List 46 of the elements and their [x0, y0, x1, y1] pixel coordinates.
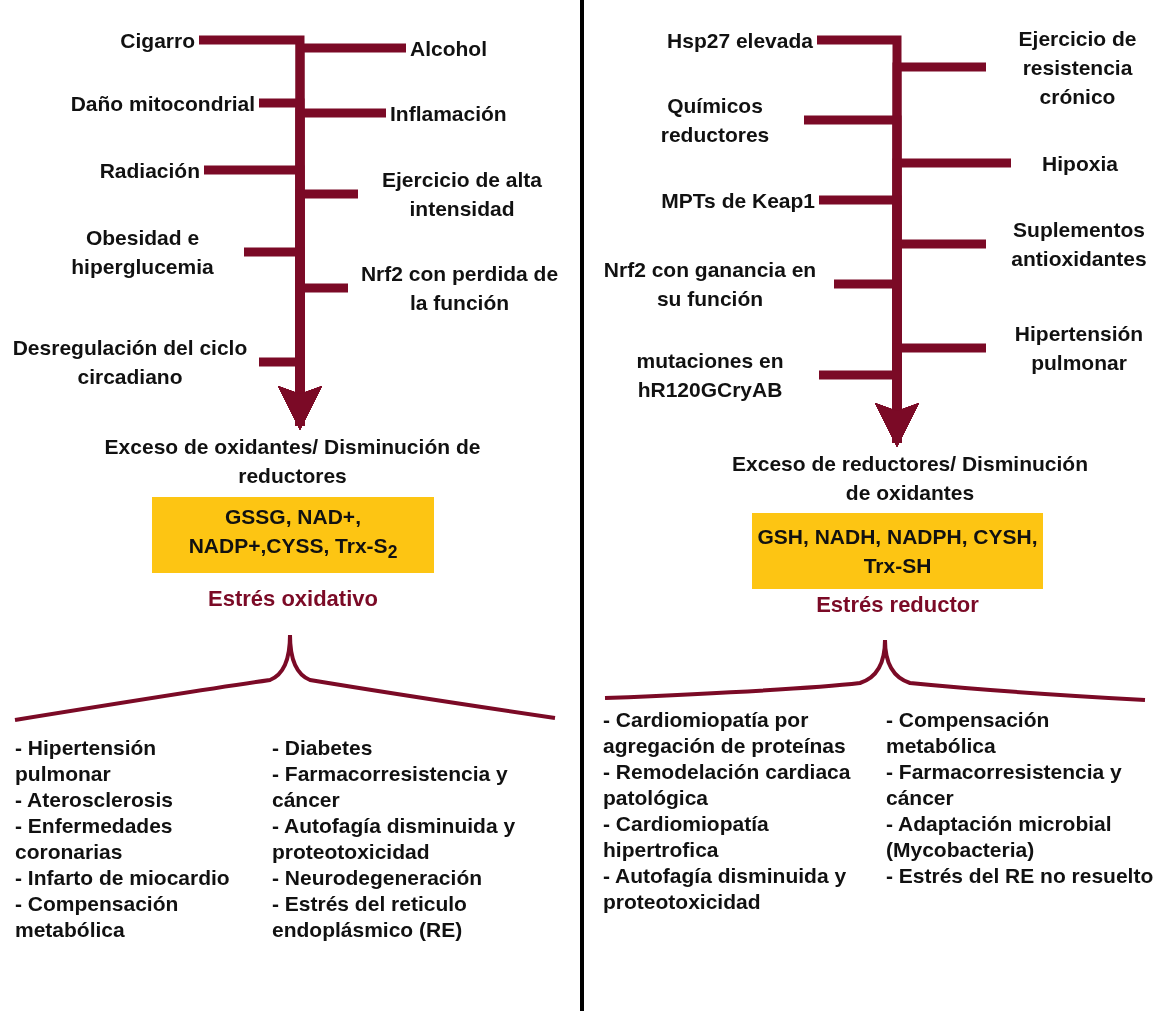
list-item: - Neurodegeneración [272, 865, 484, 891]
factor-label: Suplementos antioxidantes [1010, 217, 1148, 272]
list-item: - Aterosclerosis [15, 787, 174, 813]
factor-label: Químicos reductores [659, 93, 771, 148]
factor-label: Hipoxia [1042, 150, 1118, 177]
stress-heading: Estrés oxidativo [207, 586, 379, 612]
box-text: GSSG, NAD+, NADP+,CYSS, Trx-S$_{2}$ [187, 504, 399, 565]
highlight-box [152, 497, 434, 573]
factor-label: Exceso de reductores/ Disminución de oxidantes [731, 450, 1089, 506]
factor-label: Obesidad e hiperglucemia [70, 225, 215, 280]
list-item: - Cardiomiopatía hipertrofica [603, 811, 770, 863]
factor-label: Desregulación del ciclo circadiano [11, 335, 249, 390]
list-item: - Hipertensión pulmonar [15, 735, 158, 787]
factor-label: Inflamación [390, 100, 507, 127]
factor-label: Hipertensión pulmonar [1013, 321, 1145, 376]
list-item: - Enfermedades coronarias [15, 813, 174, 865]
factor-label: Nrf2 con ganancia en su función [602, 257, 818, 312]
factor-label: Cigarro [120, 27, 195, 54]
list-item: - Estrés del RE no resuelto [886, 863, 1155, 889]
factor-label: Nrf2 con perdida de la función [359, 261, 560, 316]
list-item: - Diabetes [272, 735, 374, 761]
list-item: - Adaptación microbial (Mycobacteria) [886, 811, 1113, 863]
list-item: - Farmacorresistencia y cáncer [272, 761, 509, 813]
list-item: - Compensación metabólica [886, 707, 1051, 759]
list-item: - Compensación metabólica [15, 891, 180, 943]
list-item: - Farmacorresistencia y cáncer [886, 759, 1123, 811]
factor-label: Radiación [99, 157, 200, 184]
factor-label: Hsp27 elevada [667, 27, 813, 54]
factor-label: Ejercicio de resistencia crónico [1017, 25, 1138, 110]
highlight-box [752, 513, 1043, 589]
factor-label: MPTs de Keap1 [661, 187, 815, 214]
factor-label: Ejercicio de alta intensidad [381, 167, 543, 222]
factor-label: Exceso de oxidantes/ Disminución de reductores [103, 433, 482, 489]
arrow [259, 357, 322, 430]
list-item: - Cardiomiopatía por agregación de proteínas [603, 707, 847, 759]
box-text: GSH, NADH, NADPH, CYSH, Trx-SH [756, 524, 1039, 579]
list-item: - Estrés del reticulo endoplásmico (RE) [272, 891, 468, 943]
factor-label: Daño mitocondrial [70, 90, 255, 117]
list-item: - Autofagía disminuida y proteotoxicidad [603, 863, 848, 915]
list-item: - Autofagía disminuida y proteotoxicidad [272, 813, 517, 865]
stress-heading: Estrés reductor [815, 592, 980, 618]
factor-label: mutaciones en hR120GCryAB [635, 348, 785, 403]
arrow [819, 370, 919, 447]
factor-label: Alcohol [410, 35, 487, 62]
list-item: - Infarto de miocardio [15, 865, 230, 891]
list-item: - Remodelación cardiaca patológica [603, 759, 852, 811]
